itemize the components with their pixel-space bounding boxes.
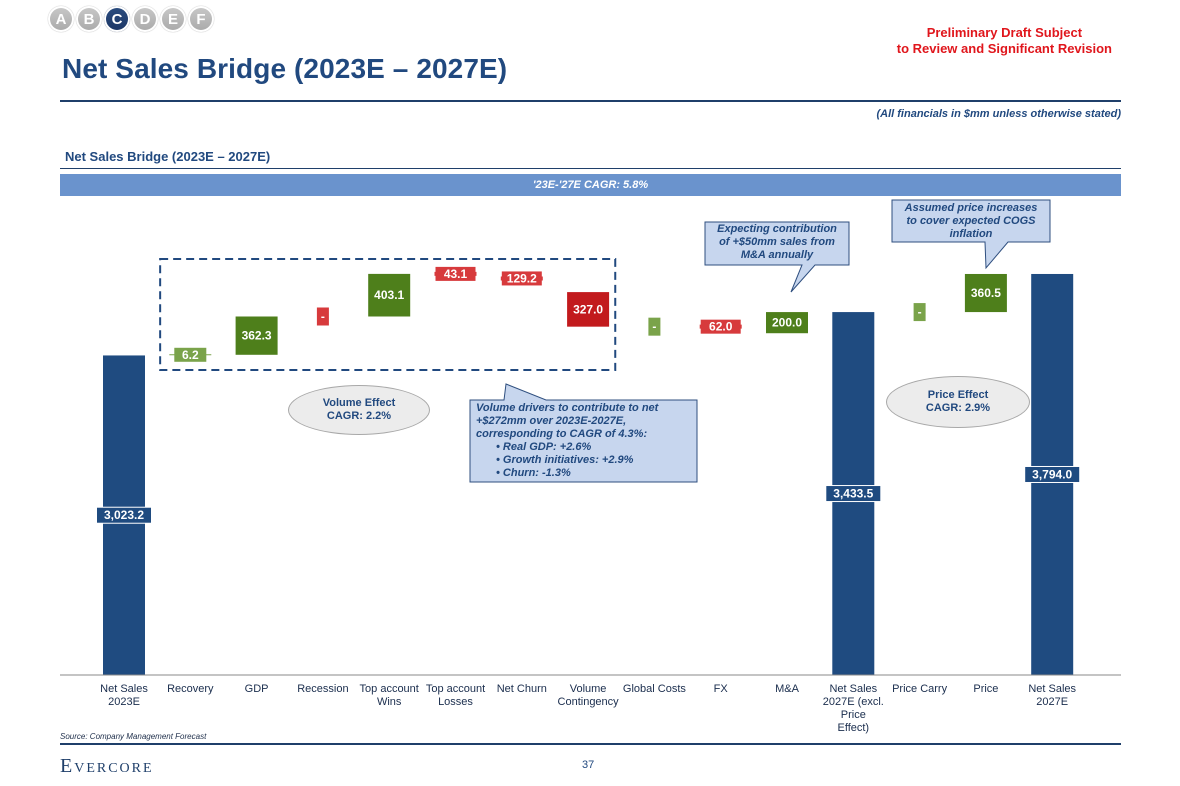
category-tick-label: M&A xyxy=(775,683,800,695)
bar-value-label: 129.2 xyxy=(507,271,537,285)
bar-value-label: 327.0 xyxy=(573,302,603,316)
bar-value-label: 3,023.2 xyxy=(104,508,144,522)
category-tick-label: FX xyxy=(714,683,729,695)
bar-increase xyxy=(174,347,207,362)
bar-increase xyxy=(648,317,661,336)
units-note: (All financials in $mm unless otherwise … xyxy=(876,108,1121,120)
volume-bracket-box xyxy=(159,258,617,371)
evercore-logo: Evercore xyxy=(60,755,154,777)
bar-increase xyxy=(766,312,808,334)
bar-value-label: 360.5 xyxy=(971,286,1001,300)
section-tab-e[interactable]: E xyxy=(160,6,186,32)
volume-drivers-intro: Volume drivers to contribute to net +$27… xyxy=(476,402,659,440)
section-tab-d[interactable]: D xyxy=(132,6,158,32)
bar-label-box xyxy=(825,485,882,503)
ma-callout: Expecting contribution of +$50mm sales f… xyxy=(717,223,837,261)
bar-value-label: 62.0 xyxy=(709,320,733,334)
bar-value-label: 362.3 xyxy=(242,329,272,343)
page-title: Net Sales Bridge (2023E – 2027E) xyxy=(62,53,508,84)
bar-decrease xyxy=(435,266,476,281)
category-tick-label: Net Churn xyxy=(497,683,547,695)
bar-value-label: - xyxy=(918,305,922,319)
footer-divider xyxy=(60,743,1121,745)
bar-increase xyxy=(964,273,1007,313)
category-tick-label: Price xyxy=(973,683,998,695)
title-divider xyxy=(60,100,1121,102)
ma-callout-box xyxy=(704,221,850,293)
price-callout: Assumed price increases to cover expecte… xyxy=(904,202,1038,240)
cagr-banner: '23E-'27E CAGR: 5.8% xyxy=(60,174,1121,196)
volume-driver-item: Real GDP: +2.6% xyxy=(496,441,690,454)
bar-label-box xyxy=(96,506,152,524)
bar-value-label: 403.1 xyxy=(374,288,404,302)
bar-increase xyxy=(913,303,926,322)
subtitle-divider xyxy=(60,168,1121,169)
section-tab-a[interactable]: A xyxy=(48,6,74,32)
bar-value-label: 3,433.5 xyxy=(833,487,873,501)
volume-effect-ellipse: Volume Effect CAGR: 2.2% xyxy=(288,385,430,435)
bar-decrease xyxy=(567,292,610,327)
section-tab-b[interactable]: B xyxy=(76,6,102,32)
section-tab-f[interactable]: F xyxy=(188,6,214,32)
bar-value-label: - xyxy=(321,309,325,323)
section-tab-c[interactable]: C xyxy=(104,6,130,32)
source-note: Source: Company Management Forecast xyxy=(60,732,207,741)
volume-drivers-callout: Volume drivers to contribute to net +$27… xyxy=(476,402,690,480)
volume-driver-item: Growth initiatives: +2.9% xyxy=(496,454,690,467)
bar-decrease xyxy=(501,271,542,286)
page-number: 37 xyxy=(582,759,595,771)
bar-increase xyxy=(235,316,278,355)
bar-increase xyxy=(368,273,411,317)
bar-value-label: - xyxy=(652,320,656,334)
bar-decrease xyxy=(700,319,741,334)
volume-driver-item: Churn: -1.3% xyxy=(496,467,690,480)
bar-value-label: 3,794.0 xyxy=(1032,467,1072,481)
bar-value-label: 43.1 xyxy=(444,267,468,281)
volume-drivers-list: Real GDP: +2.6%Growth initiatives: +2.9%… xyxy=(476,441,690,480)
category-tick-label: Global Costs xyxy=(623,683,686,695)
bar-decrease xyxy=(316,307,329,326)
category-tick-label: GDP xyxy=(245,683,269,695)
draft-notice: Preliminary Draft Subject to Review and … xyxy=(896,25,1112,56)
bar-value-label: 6.2 xyxy=(182,348,199,362)
price-effect-ellipse: Price Effect CAGR: 2.9% xyxy=(886,376,1030,428)
bar-label-box xyxy=(1024,465,1081,483)
bar-value-label: 200.0 xyxy=(772,316,802,330)
chart-subtitle: Net Sales Bridge (2023E – 2027E) xyxy=(65,149,271,164)
category-tick-label: Price Carry xyxy=(892,683,948,695)
category-tick-label: Recession xyxy=(297,683,348,695)
price-callout-box xyxy=(891,199,1051,270)
category-tick-label: Recovery xyxy=(167,683,214,695)
